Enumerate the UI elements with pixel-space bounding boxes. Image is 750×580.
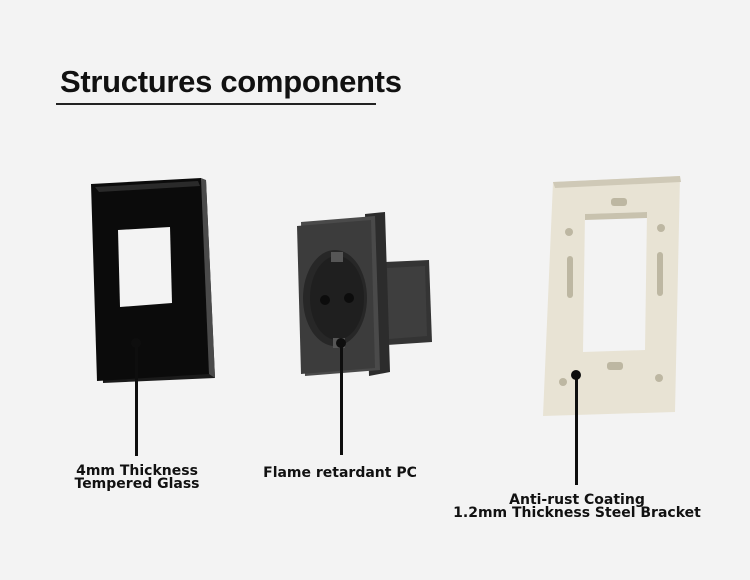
- glass-caption: 4mm Thickness Tempered Glass: [52, 463, 222, 492]
- bracket-caption-line2: 1.2mm Thickness Steel Bracket: [453, 505, 701, 521]
- glass-pointer-line: [135, 343, 138, 456]
- bracket-caption: Anti-rust Coating 1.2mm Thickness Steel …: [447, 492, 707, 521]
- page-title: Structures components: [60, 64, 402, 99]
- socket-caption-line1: Flame retardant PC: [263, 465, 417, 481]
- socket-module-image: [297, 212, 432, 376]
- steel-bracket-image: [543, 176, 681, 416]
- bracket-caption-line1: Anti-rust Coating: [509, 492, 645, 508]
- bracket-pointer-line: [575, 375, 578, 485]
- glass-panel-image: [91, 178, 215, 383]
- socket-caption: Flame retardant PC: [250, 465, 430, 481]
- title-underline: [56, 103, 376, 105]
- socket-pointer-line: [340, 343, 343, 455]
- glass-caption-line1: 4mm Thickness: [76, 463, 198, 479]
- glass-caption-line2: Tempered Glass: [74, 476, 200, 492]
